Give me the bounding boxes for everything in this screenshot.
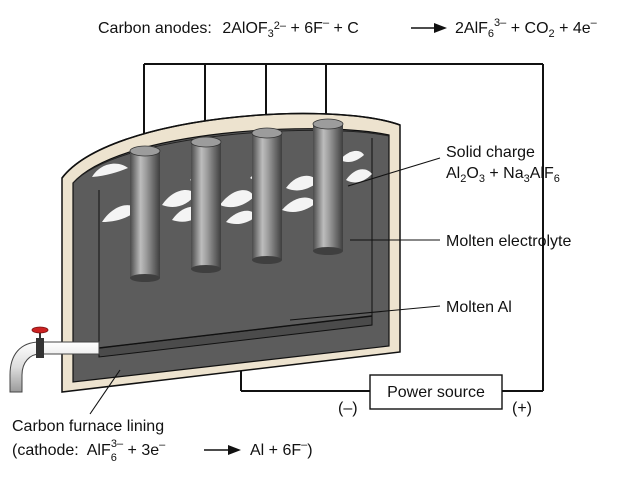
cathode-rhs-al: Al + 6F: [250, 442, 301, 459]
cathode-lhs-electrons-sup: –: [159, 439, 166, 451]
label-solid-charge-formula: Al2O3 + Na3AlF6: [446, 165, 560, 185]
anode-lhs-aloF: 2AlOF: [222, 20, 268, 37]
anode-lhs-sub: 3: [268, 28, 274, 40]
power-source: Power source: [369, 374, 503, 410]
carbon-anode-2: [190, 136, 222, 273]
pointer-lining: [89, 369, 121, 415]
valve-handle: [31, 326, 49, 334]
cathode-equation: (cathode: AlF6 3– + 3e–: [12, 438, 166, 464]
cathode-equation-rhs: Al + 6F–): [250, 439, 313, 459]
furnace-rim: [61, 112, 401, 179]
cathode-prefix: (cathode:: [12, 442, 79, 459]
anode-rhs-electrons: + 4e: [555, 20, 591, 37]
power-source-box: [369, 374, 503, 410]
cathode-lhs-electrons: + 3e: [123, 442, 159, 459]
label-minus-terminal: (–): [338, 400, 358, 417]
anode-rhs-electrons-sup: –: [591, 17, 598, 29]
pointer-solid-charge: [347, 157, 441, 187]
anode-rhs-alf: 2AlF: [455, 20, 488, 37]
tap-pipe: [9, 326, 100, 393]
anode-lhs-fluoride: + 6F: [286, 20, 323, 37]
anode-equation-rhs: 2AlF63– + CO2 + 4e–: [455, 17, 598, 40]
label-solid-charge: Solid charge: [446, 144, 535, 161]
cathode-rhs-sup: –: [301, 439, 308, 451]
carbon-anode-3: [251, 127, 283, 264]
furnace-inner-rim: [72, 129, 390, 184]
anode-rhs-sup: 3–: [494, 17, 507, 29]
pointer-lines: [89, 157, 441, 415]
label-plus-terminal: (+): [512, 400, 532, 417]
label-molten-al: Molten Al: [446, 299, 512, 316]
label-molten-electrolyte: Molten electrolyte: [446, 233, 571, 250]
anode-reaction-arrow: [411, 23, 447, 33]
anode-lhs-carbon: + C: [329, 20, 359, 37]
anode-lhs-sup: 2–: [274, 20, 287, 32]
furnace: [61, 112, 401, 393]
label-power-source: Power source: [387, 384, 485, 401]
cathode-lhs-sub: 6: [111, 452, 117, 464]
anode-equation-prefix: Carbon anodes:: [98, 20, 212, 37]
carbon-anode-1: [129, 145, 161, 282]
pointer-molten-al: [289, 305, 441, 321]
anode-equation: Carbon anodes: 2AlOF32– + 6F– + C: [98, 17, 359, 40]
cathode-reaction-arrow: [204, 445, 241, 455]
cathode-lhs-sup: 3–: [111, 438, 124, 450]
anode-lhs-fluoride-sup: –: [323, 17, 330, 29]
label-carbon-furnace-lining: Carbon furnace lining: [12, 418, 164, 435]
anode-rhs-sub: 6: [488, 28, 494, 40]
anode-rhs-co2: + CO: [506, 20, 548, 37]
valve-body: [36, 338, 44, 358]
cathode-lhs-alf: AlF: [87, 442, 111, 459]
carbon-anode-4: [312, 118, 344, 255]
carbon-anodes: [129, 118, 344, 282]
anode-rhs-co2-sub: 2: [549, 28, 555, 40]
cathode-rhs-close: ): [307, 442, 312, 459]
circuit-wires: [143, 63, 544, 392]
